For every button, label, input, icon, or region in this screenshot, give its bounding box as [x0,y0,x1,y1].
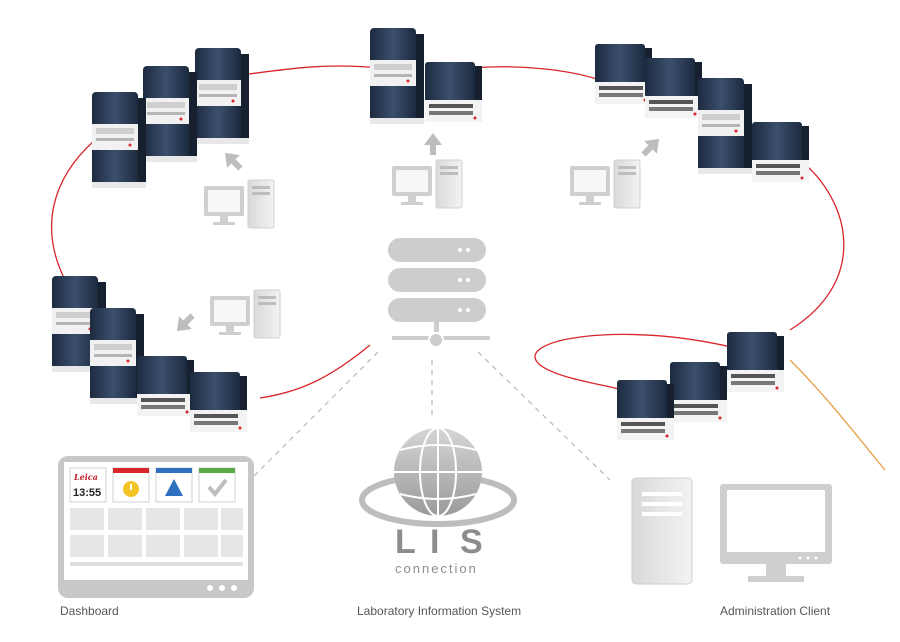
workstation-top-right [569,132,666,209]
lis-globe-logo: L I S connection [359,427,517,576]
instrument-cluster-top-center [370,28,482,124]
workstation-top-left [203,146,275,229]
workstation-left [170,289,281,339]
lis-subtitle: connection [395,561,478,576]
instrument-cluster-top-left [92,48,249,188]
network-ring [51,65,886,471]
lis-letter-l: L [395,523,418,561]
dashboard-time: 13:55 [73,487,101,499]
check-icon [207,478,228,498]
server-stack-icon [388,238,490,348]
dashboard-logo: Leica [73,472,98,482]
dashboard-tablet: Leica 13:55 [58,456,254,598]
dashed-links [249,351,611,481]
workstation-top-center [391,133,463,209]
caption-lis: Laboratory Information System [357,604,522,618]
admin-pc-icon [631,477,832,585]
caption-dashboard: Dashboard [60,604,119,618]
instrument-cluster-right [617,332,784,440]
caption-admin: Administration Client [720,604,831,618]
warning-icon [165,479,183,496]
lis-letter-i: I [430,523,441,561]
lis-letter-s: S [460,523,485,561]
